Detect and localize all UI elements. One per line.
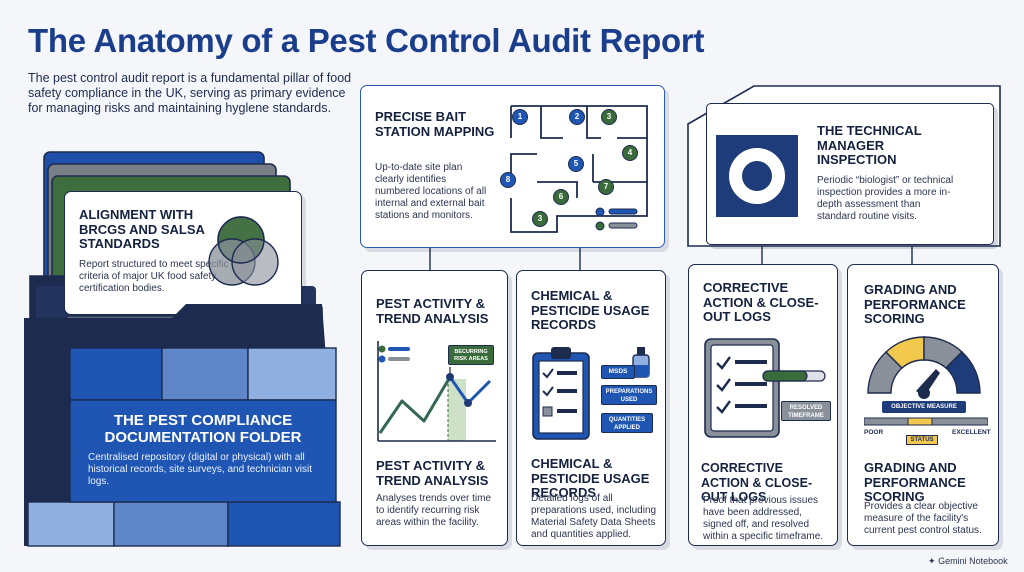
chemical-text: Detailed logs of all preparations used, … [531, 493, 657, 540]
venn-diagram-icon [208, 216, 279, 286]
folder-text: Centralised repository (digital or physi… [88, 452, 312, 487]
resolved-timeframe-tag: RESOLVED TIMEFRAME [781, 401, 831, 421]
corrective-heading-top: CORRECTIVE ACTION & CLOSE-OUT LOGS [703, 280, 819, 324]
performance-gauge [867, 336, 981, 399]
msds-tag: MSDS [601, 365, 635, 379]
resolved-line-2: TIMEFRAME [788, 413, 824, 419]
corrective-card: CORRECTIVE ACTION & CLOSE-OUT LOGS RESOL… [688, 264, 838, 546]
trend-card: PEST ACTIVITY & TREND ANALYSIS BECURRING… [361, 270, 508, 546]
status-label: STATUS [906, 435, 938, 445]
intro-text: The pest control audit report is a funda… [28, 71, 352, 115]
trend-heading-bottom: PEST ACTIVITY & TREND ANALYSIS [376, 458, 489, 488]
objective-measure-label: OBJECTIVE MEASURE [882, 401, 966, 413]
corrective-text: Proof that previous issues have been add… [703, 495, 824, 542]
bait-station-marker: 2 [569, 109, 585, 125]
technical-text: Periodic “biologist” or technical inspec… [817, 175, 954, 222]
chemical-heading-top: CHEMICAL & PESTICIDE USAGE RECORDS [531, 288, 650, 332]
technical-card: THE TECHNICAL MANAGER INSPECTION Periodi… [706, 103, 994, 245]
bait-station-marker: 8 [500, 172, 516, 188]
folder-front [24, 304, 341, 547]
alignment-text: Report structured to meet specific crite… [79, 259, 229, 294]
trend-text: Analyses trends over time to identify re… [376, 493, 492, 528]
grading-card: GRADING AND PERFORMANCE SCORING OBJECTIV… [847, 264, 999, 546]
brand-label: Gemini Notebook [938, 556, 1008, 566]
status-scale-bar [864, 417, 988, 426]
technical-heading: THE TECHNICAL MANAGER INSPECTION [817, 123, 922, 167]
bait-station-marker: 3 [532, 211, 548, 227]
bait-mapping-card: PRECISE BAIT STATION MAPPING Up-to-date … [360, 85, 665, 248]
page-title: The Anatomy of a Pest Control Audit Repo… [28, 22, 705, 59]
bait-station-marker: 5 [568, 156, 584, 172]
grading-heading-top: GRADING AND PERFORMANCE SCORING [864, 282, 966, 326]
sparkle-icon: ✦ [928, 556, 936, 566]
inspection-ring-icon [716, 135, 798, 217]
bait-text: Up-to-date site plan clearly identifies … [375, 162, 487, 221]
alignment-heading: ALIGNMENT WITH BRCGS AND SALSA STANDARDS [79, 207, 205, 251]
chemical-heading-bottom: CHEMICAL & PESTICIDE USAGE RECORDS [531, 456, 650, 500]
grading-heading-bottom: GRADING AND PERFORMANCE SCORING [864, 460, 966, 504]
clipboard-icon [532, 347, 650, 440]
resolved-line-1: RESOLVED [789, 405, 823, 411]
bait-station-marker: 1 [512, 109, 528, 125]
bait-heading: PRECISE BAIT STATION MAPPING [375, 109, 495, 139]
trend-heading-top: PEST ACTIVITY & TREND ANALYSIS [376, 296, 489, 326]
preparations-tag: PREPARATIONS USED [601, 385, 657, 405]
chemical-card: CHEMICAL & PESTICIDE USAGE RECORDS MSDS … [516, 270, 666, 546]
bait-station-marker: 4 [622, 145, 638, 161]
recurring-risk-callout: BECURRING RISK AREAS [448, 345, 494, 365]
brand-footer: ✦ Gemini Notebook [928, 556, 1008, 567]
bait-station-marker: 6 [553, 189, 569, 205]
bait-station-marker: 7 [598, 179, 614, 195]
excellent-label: EXCELLENT [952, 429, 991, 436]
poor-label: POOR [864, 429, 884, 436]
checklist-icon [704, 338, 826, 438]
corrective-heading-bottom: CORRECTIVE ACTION & CLOSE-OUT LOGS [701, 461, 813, 504]
alignment-card: ALIGNMENT WITH BRCGS AND SALSA STANDARDS… [64, 191, 302, 315]
quantities-tag: QUANTITIES APPLIED [601, 413, 653, 433]
folder-heading: THE PEST COMPLIANCE DOCUMENTATION FOLDER [104, 412, 302, 446]
bait-station-marker: 3 [601, 109, 617, 125]
grading-text: Provides a clear objective measure of th… [864, 501, 982, 536]
trend-line-chart [377, 341, 496, 442]
callout-line-2: RISK AREAS [454, 356, 488, 362]
callout-line-1: BECURRING [454, 349, 488, 355]
